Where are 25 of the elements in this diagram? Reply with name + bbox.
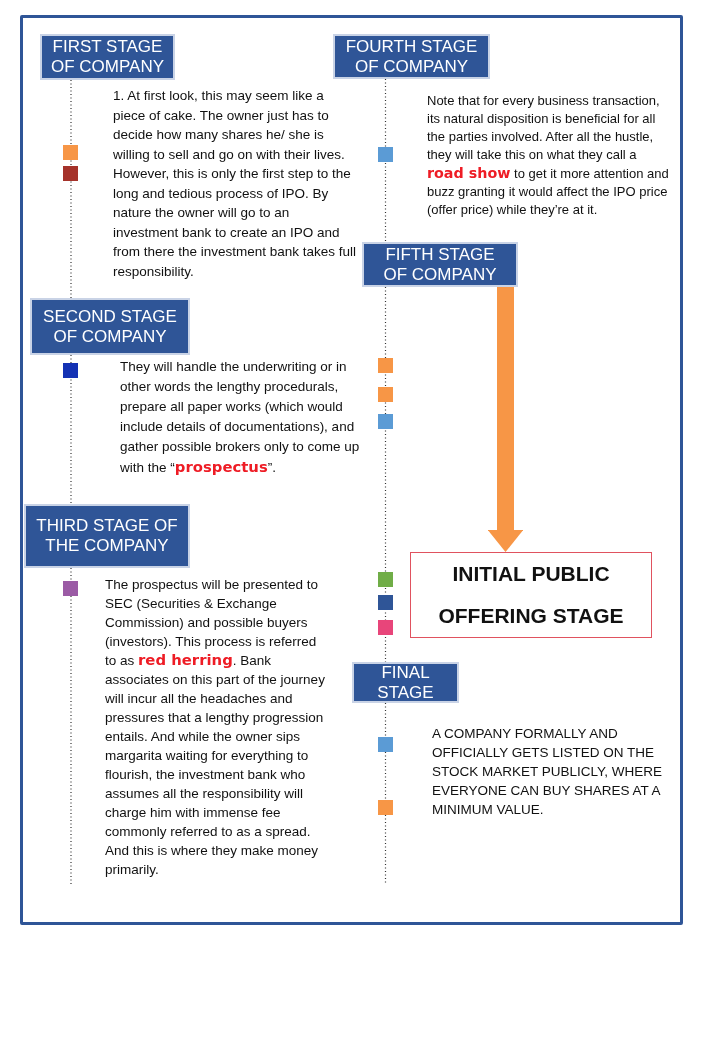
stage-banner <box>40 34 175 80</box>
stage-banner <box>333 34 490 79</box>
stage-title: THIRD STAGE OF THE COMPANY <box>35 516 179 556</box>
stage-title: FIRST STAGE OF COMPANY <box>50 37 165 77</box>
dotted-line <box>70 354 72 505</box>
stage-description: Note that for every business transaction, its natural disposition is beneficial for all the parties involved. After all the hustle, they will take this on what they call a road show to get it more attention and buzz granting it would affect the IPO price (offer price) while they’re at it. <box>427 92 670 219</box>
stage-banner <box>352 662 459 703</box>
block-arrow <box>487 287 524 552</box>
stage-banner <box>30 298 190 355</box>
dotted-line <box>384 78 387 243</box>
stage-title: SECOND STAGE OF COMPANY <box>42 306 178 347</box>
stage-title: FIFTH STAGE OF COMPANY <box>382 244 498 285</box>
stage-description: 1. At first look, this may seem like a piece of cake. The owner just has to decide how many shares he/ she is willing to sell and go on with their lives. However, this is only the first step to the long and tedious process of IPO. By nature the owner will go to an investment bank to create an IPO and from there the investment bank takes full responsibility. <box>113 87 358 281</box>
stage-description: The prospectus will be presented to SEC (Securities & Exchange Commission) and possible buyers (investors). This process is referred to as red herring. Bank associates on this part of the journey will incur all the headaches and pressures that a lengthy progression entails. And while the owner sips margarita waiting for everything to flourish, the investment bank who assumes all the responsibility will charge him with immense fee commonly referred to as a spread. And this is where they make money primarily. <box>105 576 326 879</box>
dotted-line <box>70 79 72 299</box>
callout-title: INITIAL PUBLIC OFFERING STAGE <box>437 561 625 629</box>
stage-description: A COMPANY FORMALLY AND OFFICIALLY GETS LISTED ON THE STOCK MARKET PUBLICLY, WHERE EVERYONE CAN BUY SHARES AT A MINIMUM VALUE. <box>432 725 664 819</box>
callout-box <box>410 552 652 638</box>
stage-description: They will handle the underwriting or in other words the lengthy procedurals, prepare all paper works (which would include details of documentations), and gather possible brokers only to come up with the “prospectus”. <box>120 358 360 478</box>
dotted-line <box>384 702 387 886</box>
stage-title: FINAL STAGE <box>376 662 435 703</box>
dotted-line <box>70 567 72 886</box>
stage-title: FOURTH STAGE OF COMPANY <box>344 36 479 77</box>
stage-banner <box>362 242 518 287</box>
stage-banner <box>24 504 190 568</box>
